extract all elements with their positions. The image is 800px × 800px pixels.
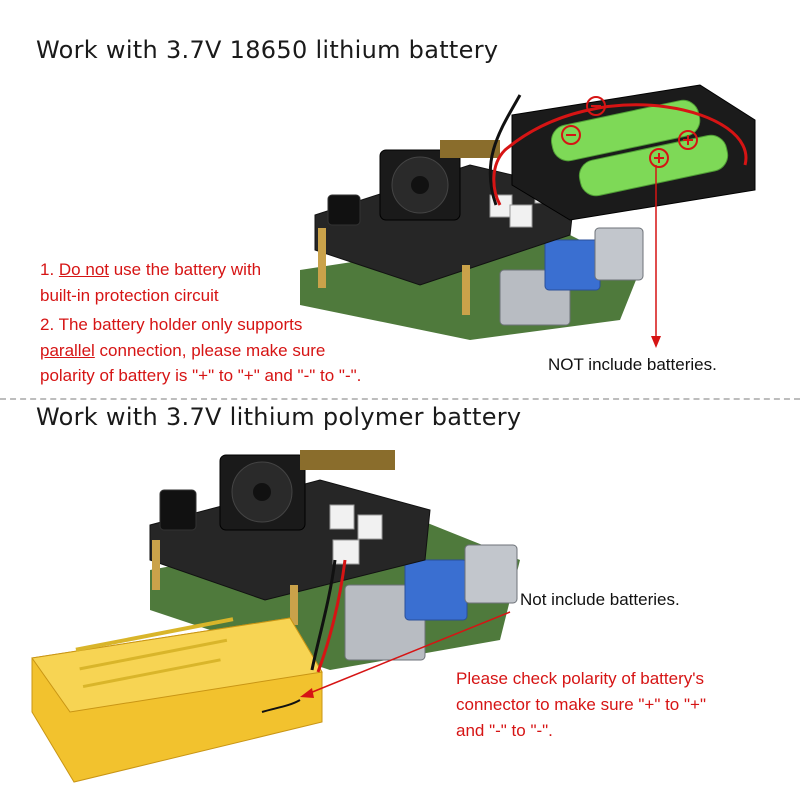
black-wire [488, 94, 522, 206]
gpio-header [300, 450, 395, 470]
standoff [290, 585, 298, 625]
usb3-port-block [404, 559, 468, 621]
warning-line-1: 1. Do not use the battery with [40, 260, 262, 279]
warning-line-5: polarity of battery is "+" to "+" and "-… [40, 366, 362, 385]
plus-icon [678, 130, 698, 150]
polymer-warning-line-1: Please check polarity of battery's [456, 669, 704, 688]
red-wire [316, 559, 347, 673]
bottom-assembly [31, 450, 520, 783]
black-wire [310, 559, 337, 671]
warning-line-4: parallel connection, please make sure [40, 341, 326, 360]
arrow-head-icon [300, 688, 314, 698]
warning-line-3: 2. The battery holder only supports [40, 315, 303, 334]
section2-heading: Work with 3.7V lithium polymer battery [36, 403, 522, 431]
minus-icon [561, 125, 581, 145]
standoff [152, 540, 160, 590]
polymer-warning-line-3: and "-" to "-". [456, 721, 553, 740]
section2-note: Not include batteries. [520, 590, 680, 609]
dc-jack [327, 194, 361, 226]
standoff [462, 265, 470, 315]
usb3-port-block [544, 239, 601, 291]
warning-underlined-parallel: parallel [40, 341, 95, 360]
white-connector [329, 504, 355, 530]
warning-underlined-do-not: Do not [58, 260, 109, 279]
dc-jack [159, 489, 197, 531]
top-assembly [300, 84, 756, 348]
section1-heading: Work with 3.7V 18650 lithium battery [36, 36, 499, 64]
plus-icon [649, 148, 669, 168]
section1-note: NOT include batteries. [548, 355, 717, 374]
ethernet-port [464, 544, 518, 604]
section-divider [0, 398, 800, 400]
arrow-head-icon [651, 336, 661, 348]
arrow-line [304, 611, 511, 696]
red-wire [492, 103, 748, 206]
gpio-header [440, 140, 500, 158]
warning-line-2: built-in protection circuit [40, 286, 219, 305]
polymer-warning-line-2: connector to make sure "+" to "+" [456, 695, 706, 714]
standoff [318, 228, 326, 288]
ethernet-port [594, 227, 644, 281]
